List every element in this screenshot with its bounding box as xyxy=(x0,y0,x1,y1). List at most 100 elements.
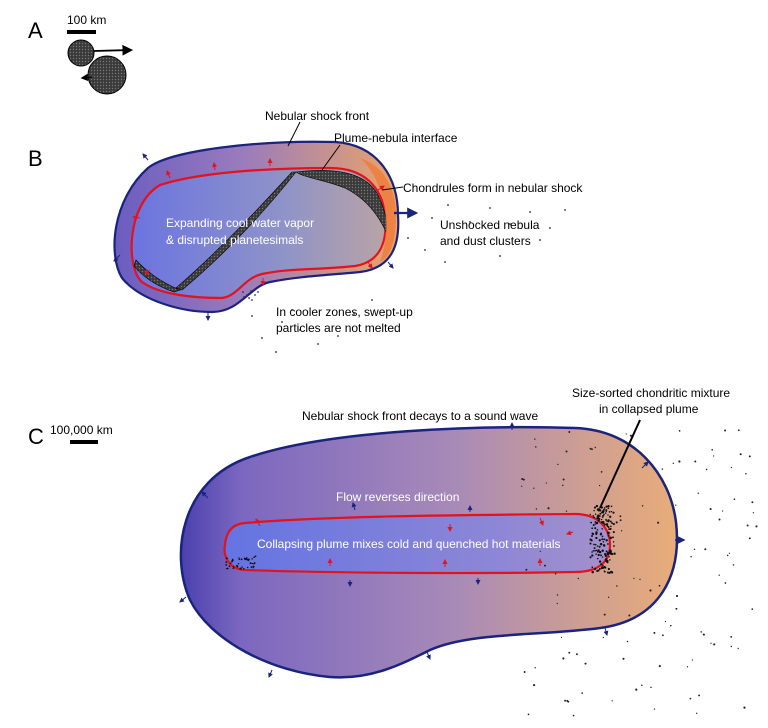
dust-particle xyxy=(535,508,538,510)
dust-particle xyxy=(594,549,596,552)
dust-particle xyxy=(609,559,611,561)
dust-particle xyxy=(593,506,597,509)
dust-particle xyxy=(612,536,614,539)
leader-shock-front xyxy=(287,121,301,147)
dust-particle xyxy=(603,613,606,616)
panel-c-red-arrows xyxy=(255,517,574,567)
panel-c: C 100,000 km xyxy=(28,386,758,717)
dust-particle xyxy=(595,532,597,534)
dust-particle xyxy=(238,558,241,560)
dust-particle xyxy=(678,430,681,432)
dust-particle xyxy=(746,524,749,527)
dust-particle xyxy=(607,543,609,545)
label-chondrules-form: Chondrules form in nebular shock xyxy=(403,181,583,195)
dust-particle xyxy=(545,482,547,484)
dust-particle xyxy=(628,614,631,617)
dust-particle xyxy=(598,560,602,563)
dust-particle xyxy=(743,706,746,709)
dust-particle xyxy=(620,530,623,532)
dust-particle xyxy=(653,708,656,710)
dust-particle xyxy=(609,536,612,540)
dust-particle xyxy=(635,688,638,691)
dust-particle xyxy=(591,551,593,553)
dust-particle xyxy=(590,521,593,524)
dust-particle xyxy=(567,700,570,703)
dust-particle xyxy=(252,565,255,568)
planetesimal-small xyxy=(67,39,95,67)
dust-particle xyxy=(650,686,652,689)
dust-particle xyxy=(596,529,599,531)
dust-particle xyxy=(605,509,608,512)
dust-particle xyxy=(711,448,714,451)
dust-particle xyxy=(568,431,571,433)
label-collapsing-plume: Collapsing plume mixes cold and quenched… xyxy=(257,537,561,551)
dust-particle xyxy=(565,450,568,453)
dust-particle xyxy=(591,535,593,537)
panel-b-hot-rim xyxy=(360,158,396,262)
dust-particle xyxy=(608,528,610,530)
label-flow-reverses: Flow reverses direction xyxy=(336,490,459,504)
dust-particle xyxy=(240,558,243,561)
dust-particle xyxy=(678,460,681,463)
label-sorted-line1: Size-sorted chondritic mixture xyxy=(572,386,730,400)
dust-particle xyxy=(556,594,559,596)
dust-particle xyxy=(557,463,559,466)
dust-particle xyxy=(690,555,692,558)
dust-particle xyxy=(598,545,601,548)
panel-b-red-arrows xyxy=(132,158,385,286)
dust-particle xyxy=(619,515,622,518)
impact-arrow-right xyxy=(93,44,134,56)
dust-particle xyxy=(254,555,257,557)
dust-particle xyxy=(603,507,606,509)
dust-particle xyxy=(554,573,557,575)
dust-particle xyxy=(603,508,605,511)
dust-particle xyxy=(565,510,568,512)
label-unshocked-line1: Unshocked nebula xyxy=(440,218,540,232)
dust-particle xyxy=(704,548,707,551)
panel-b-blue-arrows xyxy=(113,153,419,321)
dust-particle xyxy=(534,667,536,669)
dust-particle xyxy=(607,504,610,508)
dust-particle xyxy=(626,640,629,643)
dust-particle xyxy=(589,538,592,541)
dust-particle xyxy=(612,531,615,534)
dust-particle xyxy=(607,567,610,571)
panel-a: A 100 km xyxy=(28,13,134,95)
dust-particle xyxy=(593,516,596,519)
dust-particle xyxy=(602,522,605,525)
leader-interface xyxy=(321,144,341,171)
dust-particle xyxy=(601,538,604,541)
dust-particle xyxy=(604,512,607,514)
dust-particle xyxy=(556,602,558,605)
panel-a-letter: A xyxy=(28,18,43,43)
dust-particle xyxy=(608,532,611,534)
dust-particle xyxy=(596,557,599,560)
dust-particle xyxy=(698,694,701,697)
dust-particle xyxy=(225,563,228,566)
dust-particle xyxy=(575,653,578,656)
dust-particle xyxy=(657,521,660,524)
dust-particle xyxy=(675,504,677,506)
dust-particle xyxy=(560,636,563,639)
dust-particle xyxy=(592,524,595,527)
panel-c-scale-label: 100,000 km xyxy=(50,423,113,437)
dust-particle xyxy=(733,498,736,501)
dust-particle xyxy=(591,570,594,574)
dust-particle xyxy=(755,525,758,528)
dust-particle xyxy=(607,532,610,535)
dust-particle xyxy=(228,565,231,568)
dust-particle xyxy=(600,518,603,521)
dust-particle xyxy=(599,512,602,515)
dust-particle xyxy=(248,558,250,561)
dust-particle xyxy=(751,608,754,610)
dust-particle xyxy=(728,552,731,554)
dust-particle xyxy=(600,521,604,524)
dust-particle xyxy=(607,519,610,522)
dust-particle xyxy=(591,532,595,536)
dust-particle xyxy=(568,651,571,654)
dust-particle xyxy=(605,559,608,562)
dust-particle xyxy=(594,568,596,571)
dust-particle xyxy=(658,665,661,668)
panel-a-scale-bar xyxy=(67,30,96,34)
